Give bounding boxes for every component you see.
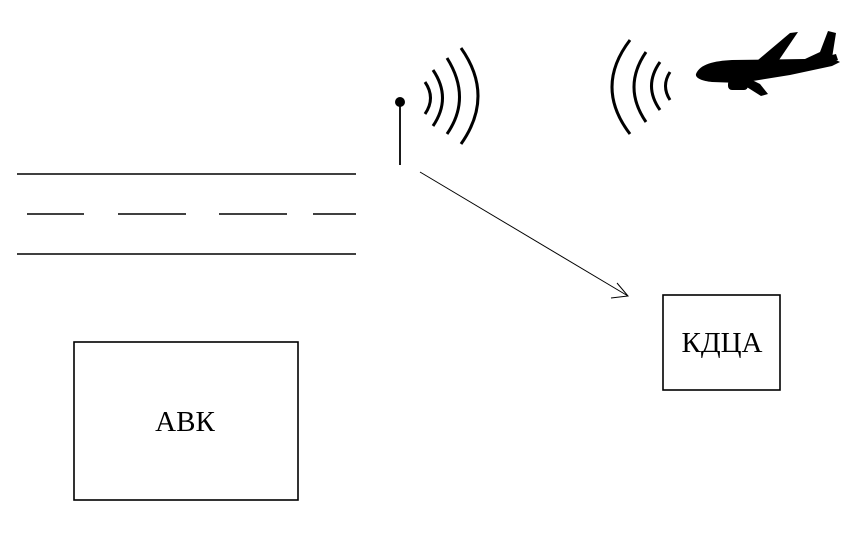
radio-waves-icon bbox=[610, 39, 672, 135]
avk-label: АВК bbox=[155, 406, 215, 438]
airplane-icon bbox=[695, 31, 840, 96]
runway bbox=[17, 173, 356, 255]
signal-arrow bbox=[419, 171, 629, 299]
kdca-label: КДЦА bbox=[681, 327, 762, 359]
antenna-icon bbox=[395, 97, 405, 165]
radio-waves-icon bbox=[423, 47, 480, 145]
avk-box: АВК bbox=[73, 341, 299, 501]
kdca-box: КДЦА bbox=[662, 294, 781, 391]
